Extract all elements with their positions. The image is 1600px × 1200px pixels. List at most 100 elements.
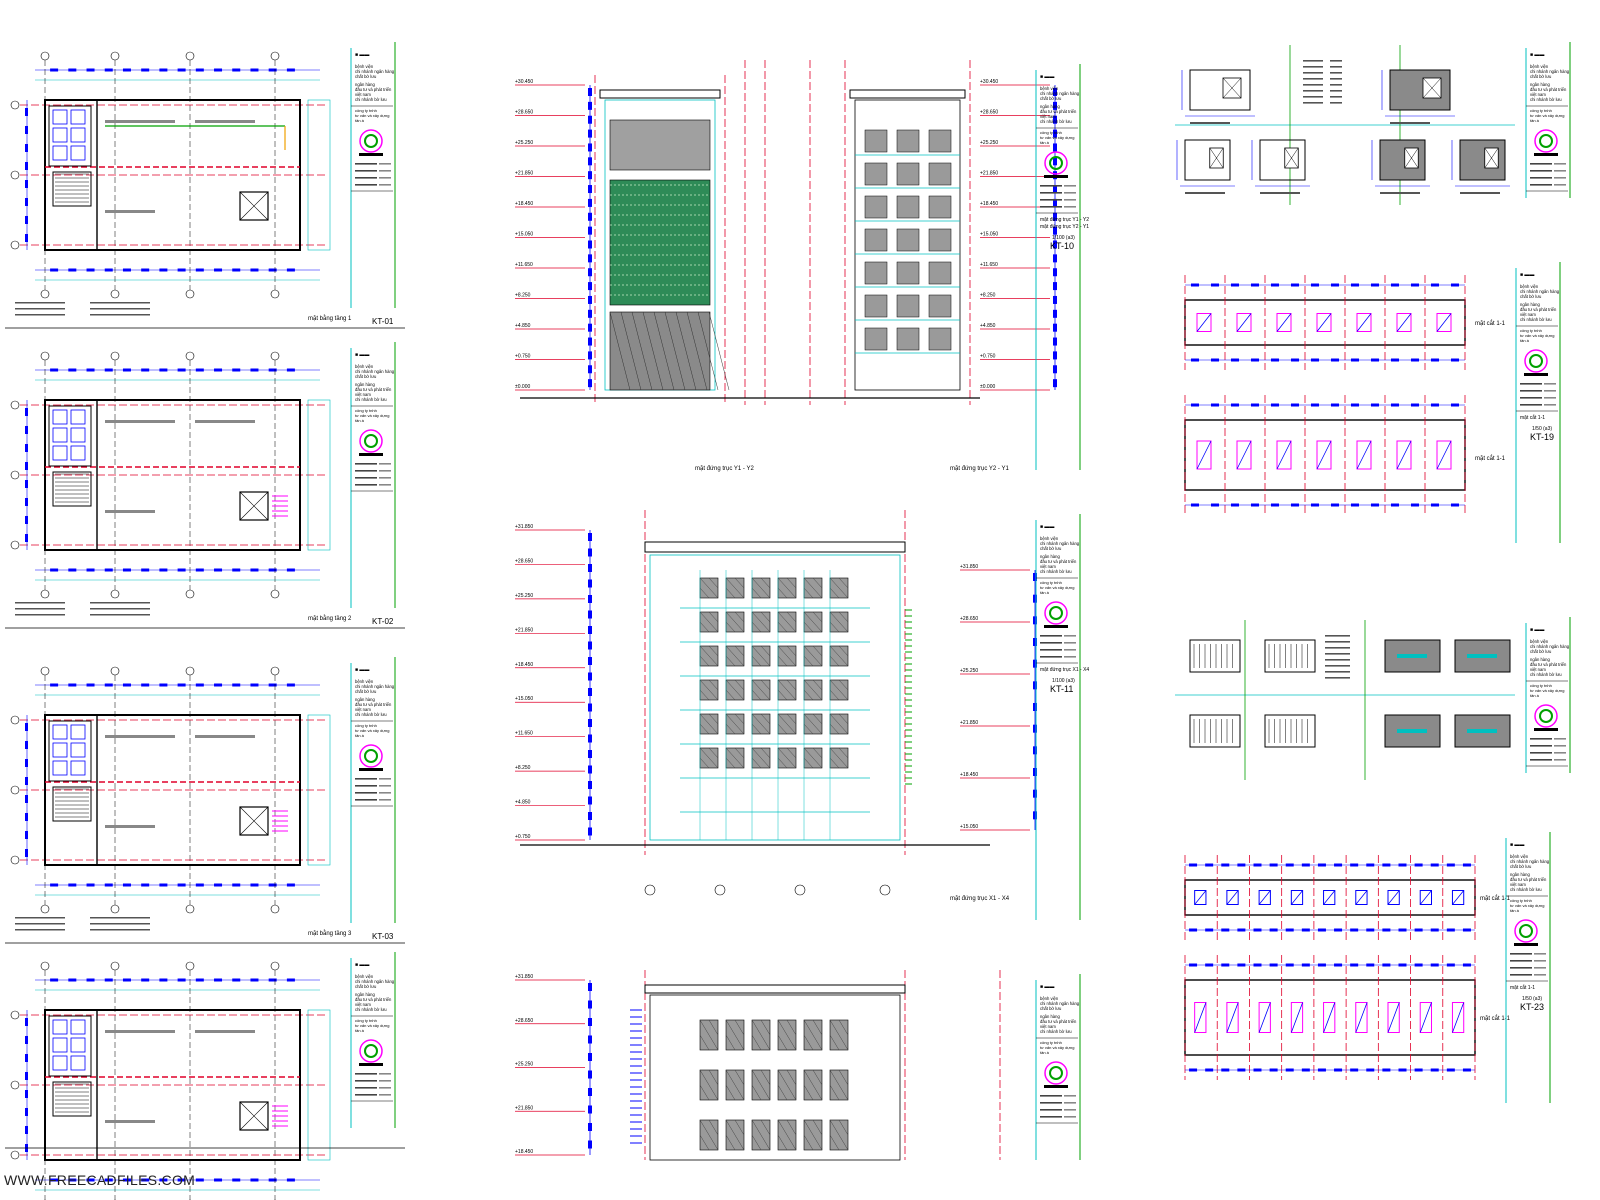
company-name-line: tư vấn và xây dựng	[355, 113, 389, 118]
dimension-mark	[1189, 1068, 1198, 1072]
project-name-line: chi nhánh ngân hàng	[355, 369, 395, 374]
company-name-line: công ty tnhh	[1040, 1040, 1062, 1045]
signature-line	[1554, 170, 1566, 172]
signature-line	[379, 477, 391, 479]
signature-line	[355, 463, 377, 465]
company-stamp-inner	[1049, 606, 1063, 620]
facade-hatch	[686, 311, 708, 391]
detail-caption	[1380, 192, 1420, 194]
stamp-caption-bar	[359, 1063, 383, 1066]
plan-title: mặt bằng tầng 3	[308, 930, 352, 937]
company-name-line: tư vấn và xây dựng	[1040, 585, 1074, 590]
dimension-mark	[1271, 503, 1279, 507]
grid-bubble	[185, 904, 195, 914]
boundary-line	[307, 399, 331, 551]
level-label: ±0.000	[515, 384, 530, 390]
signature-line	[1554, 184, 1566, 186]
dimension-mark	[286, 368, 295, 372]
window-hatch	[803, 1069, 823, 1101]
dimension-mark	[1334, 963, 1343, 967]
detail-plan	[1184, 139, 1231, 181]
section-line	[1276, 440, 1292, 470]
signature-line	[355, 799, 377, 801]
dimension-mark	[25, 1126, 28, 1134]
dimension-mark	[588, 548, 592, 557]
project-name-line: chất bờ lưu	[1040, 1006, 1062, 1011]
signature-line	[1040, 199, 1062, 201]
dimension-mark	[122, 568, 131, 572]
dimension-mark	[86, 368, 95, 372]
window-hatch	[708, 1019, 719, 1036]
signature-line	[1530, 184, 1552, 186]
company-stamp-inner	[364, 1044, 378, 1058]
window-hatch	[812, 645, 823, 657]
dimension-mark	[1366, 928, 1375, 932]
company-name-line: tân á	[1040, 1050, 1050, 1055]
window-hatch	[699, 747, 719, 769]
dimension-mark	[1053, 212, 1057, 221]
project-name-line: bệnh viện	[1040, 536, 1059, 541]
window-hatch	[829, 621, 840, 633]
signature-line	[1530, 745, 1552, 747]
dimension-mark	[1398, 863, 1407, 867]
window-hatch	[777, 1069, 797, 1101]
window-hatch	[760, 713, 771, 725]
dimension-mark	[588, 309, 592, 318]
dimension-mark	[1269, 863, 1278, 867]
partition	[1323, 890, 1336, 905]
signature-line	[1520, 390, 1542, 392]
signature-line	[355, 177, 377, 179]
dimension-mark	[50, 1178, 59, 1182]
project-name-line: chất bờ lưu	[1520, 294, 1542, 299]
signature-line	[1554, 177, 1566, 179]
level-label: +15.050	[515, 696, 533, 702]
dimension-mark	[68, 568, 77, 572]
stair	[52, 1081, 92, 1117]
window-hatch	[734, 611, 745, 623]
company-name-line: tư vấn và xây dựng	[1040, 135, 1074, 140]
dimension-mark	[1033, 746, 1037, 755]
level-label: +8.250	[515, 765, 531, 771]
section-line	[1236, 313, 1252, 332]
dimension-mark	[1053, 143, 1057, 152]
window-hatch	[777, 723, 788, 735]
dimension-mark	[588, 323, 592, 332]
owner-name-line: chi nhánh bờ lưu	[1040, 1029, 1072, 1034]
window-hatch	[829, 1019, 849, 1051]
facade-hatch	[631, 311, 653, 391]
signature-line	[1064, 1095, 1076, 1097]
grid-bubble	[110, 351, 120, 361]
level-label: +25.250	[515, 593, 533, 599]
title-block-mark: ■ ▬▬	[1040, 524, 1054, 530]
dimension-mark	[1430, 863, 1439, 867]
partition	[1226, 1002, 1239, 1033]
dimension-mark	[1382, 1068, 1391, 1072]
window-hatch	[786, 645, 797, 657]
signature-line	[355, 477, 377, 479]
window-hatch	[725, 713, 745, 735]
dimension-mark	[1285, 1068, 1294, 1072]
company-stamp-inner	[364, 134, 378, 148]
section-line	[1226, 1002, 1239, 1033]
dimension-mark	[214, 568, 223, 572]
window-hatch	[751, 621, 762, 633]
owner-name-line: ngân hàng	[355, 697, 375, 702]
detail-plan	[1259, 139, 1306, 181]
toilet-fixture	[52, 760, 68, 776]
toilet-fixture	[52, 724, 68, 740]
grid-bubble	[270, 589, 280, 599]
dimension-mark	[1211, 403, 1219, 407]
dimension-mark	[1382, 863, 1391, 867]
dimension-mark	[588, 88, 592, 96]
partition	[1323, 1002, 1336, 1033]
dimension-mark	[25, 723, 28, 731]
dimension-mark	[1033, 573, 1037, 581]
dimension-mark	[25, 1108, 28, 1116]
dimension-mark	[1253, 928, 1262, 932]
dimension-mark	[286, 68, 295, 72]
window-hatch	[786, 1119, 797, 1136]
company-name-line: tân á	[1040, 590, 1050, 595]
window-hatch	[699, 1119, 719, 1151]
dimension-mark	[1351, 403, 1359, 407]
